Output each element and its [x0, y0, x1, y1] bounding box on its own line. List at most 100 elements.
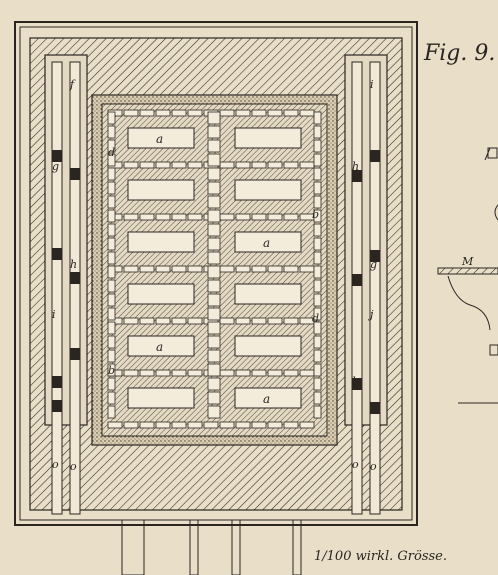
brick — [139, 161, 155, 169]
damper-block — [352, 274, 362, 286]
brick — [313, 363, 322, 377]
side-sketch: M — [437, 147, 498, 404]
brick — [207, 223, 221, 237]
brick — [139, 265, 155, 273]
brick — [313, 391, 322, 405]
flue-letter: i — [52, 308, 56, 321]
brick — [155, 369, 171, 377]
brick — [207, 307, 221, 321]
brick — [313, 251, 322, 265]
damper-block — [370, 402, 380, 414]
brick — [107, 307, 116, 321]
brick — [299, 421, 315, 429]
chamber — [234, 283, 302, 305]
brick — [207, 377, 221, 391]
brick — [155, 109, 171, 117]
foundation-pillars — [121, 519, 302, 575]
brick — [207, 139, 221, 153]
brick — [283, 161, 299, 169]
chamber-letter: a — [156, 340, 163, 354]
brick — [207, 237, 221, 251]
brick — [219, 213, 235, 221]
brick — [207, 167, 221, 181]
brick — [155, 317, 171, 325]
flue-channel — [369, 61, 381, 515]
brick — [107, 293, 116, 307]
chamber — [234, 127, 302, 149]
chamber-letter: a — [156, 132, 163, 146]
brick — [171, 317, 187, 325]
brick — [299, 265, 315, 273]
flue-letter: h — [70, 258, 77, 271]
flue-letter: o — [70, 460, 77, 473]
brick — [313, 125, 322, 139]
brick — [139, 421, 155, 429]
brick — [251, 109, 267, 117]
brick — [207, 279, 221, 293]
flue-letter: g — [52, 160, 59, 173]
chamber — [127, 179, 195, 201]
brick — [107, 405, 116, 419]
chamber — [127, 231, 195, 253]
brick — [187, 109, 203, 117]
flue-letter: j — [367, 308, 374, 321]
brick — [219, 317, 235, 325]
brick — [171, 161, 187, 169]
brick — [207, 153, 221, 167]
brick — [235, 317, 251, 325]
flue-casing — [44, 54, 88, 426]
brick — [313, 377, 322, 391]
brick — [283, 421, 299, 429]
brick — [207, 349, 221, 363]
brick — [139, 213, 155, 221]
chamber — [234, 387, 302, 409]
brick — [107, 167, 116, 181]
brick — [107, 139, 116, 153]
core-letter: d — [108, 146, 115, 159]
damper-block — [52, 150, 62, 162]
flue-letter: o — [52, 458, 59, 471]
brick — [107, 181, 116, 195]
brick — [219, 265, 235, 273]
brick — [187, 213, 203, 221]
brick — [267, 317, 283, 325]
chamber — [234, 179, 302, 201]
brick — [299, 369, 315, 377]
brick — [123, 109, 139, 117]
brick — [123, 369, 139, 377]
brick — [107, 363, 116, 377]
flue-channel — [51, 61, 63, 515]
m-label: M — [461, 255, 474, 268]
brick — [313, 405, 322, 419]
brick — [123, 265, 139, 273]
damper-block — [52, 400, 62, 412]
brick — [155, 213, 171, 221]
brick — [107, 111, 116, 125]
brick — [187, 161, 203, 169]
flue-letter: i — [370, 78, 374, 91]
brick — [235, 161, 251, 169]
brick — [107, 321, 116, 335]
brick — [251, 421, 267, 429]
flue-casing — [344, 54, 388, 426]
chamber-letter: a — [263, 236, 270, 250]
brick — [123, 421, 139, 429]
flue-letter: o — [370, 460, 377, 473]
brick — [267, 161, 283, 169]
brick — [313, 307, 322, 321]
brick — [313, 349, 322, 363]
scale-caption: 1/100 wirkl. Grösse. — [314, 549, 447, 564]
flue-letter: h — [352, 375, 359, 388]
brick — [235, 265, 251, 273]
brick — [207, 265, 221, 279]
brick — [187, 369, 203, 377]
brick — [187, 421, 203, 429]
brick — [171, 213, 187, 221]
brick — [107, 265, 116, 279]
brick — [251, 161, 267, 169]
flue-letter: g — [370, 258, 377, 271]
brick — [251, 317, 267, 325]
brick — [123, 213, 139, 221]
